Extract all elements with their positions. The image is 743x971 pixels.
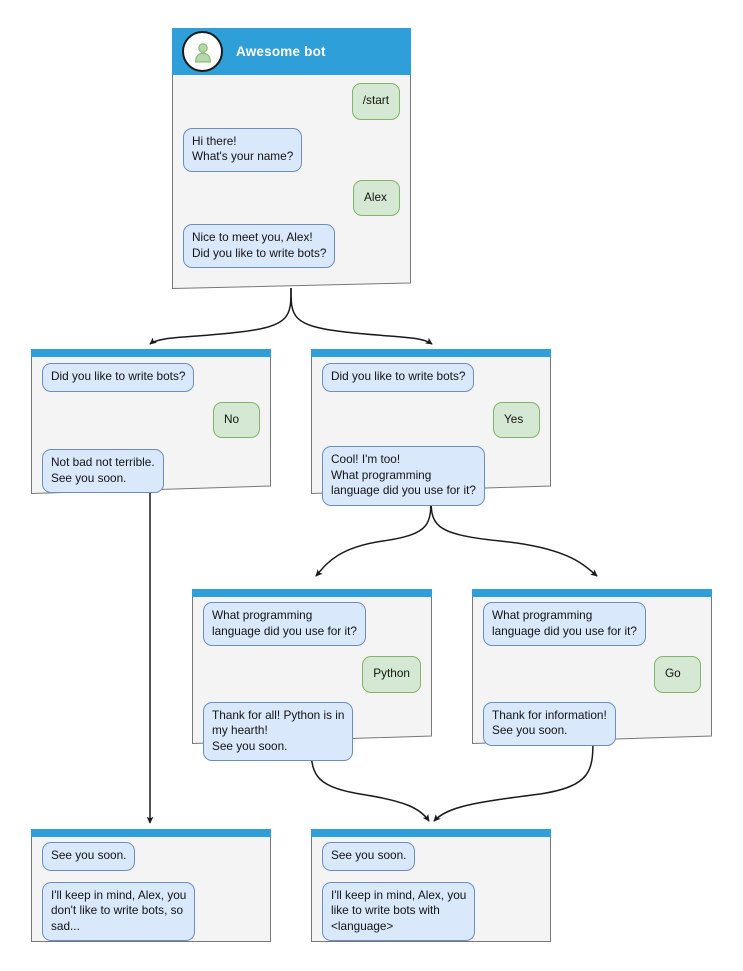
message-row: What programming language did you use fo… [203, 602, 421, 646]
answer-yes-node[interactable]: Did you like to write bots? Yes Cool! I'… [311, 349, 551, 506]
user-message-bubble[interactable]: /start [351, 83, 400, 120]
message-row: Yes [322, 401, 540, 438]
node-header-bar [31, 829, 271, 837]
message-row: Not bad not terrible. See you soon. [42, 449, 260, 493]
message-list: Did you like to write bots? No Not bad n… [42, 363, 260, 493]
message-row: Thank for all! Python is in my hearth! S… [203, 701, 421, 761]
bot-message-bubble[interactable]: What programming language did you use fo… [203, 602, 366, 646]
message-row: I'll keep in mind, Alex, you like to wri… [322, 881, 540, 941]
user-message-bubble[interactable]: Yes [493, 401, 540, 438]
message-list: /start Hi there! What's your name? Alex … [183, 83, 400, 268]
bot-message-bubble[interactable]: See you soon. [322, 842, 416, 871]
bot-message-bubble[interactable]: Cool! I'm too! What programming language… [322, 446, 485, 506]
edge-start-to-no [149, 287, 292, 345]
user-message-bubble[interactable]: Alex [353, 179, 400, 216]
bot-message-bubble[interactable]: See you soon. [42, 842, 136, 871]
node-header-bar [311, 829, 551, 837]
language-python-node[interactable]: What programming language did you use fo… [192, 589, 432, 761]
bot-message-bubble[interactable]: I'll keep in mind, Alex, you like to wri… [322, 881, 476, 941]
message-row: /start [183, 83, 400, 120]
message-list: See you soon. I'll keep in mind, Alex, y… [42, 842, 260, 941]
user-message-bubble[interactable]: Go [654, 656, 701, 693]
node-header-bar [472, 589, 712, 597]
message-row: Hi there! What's your name? [183, 127, 400, 172]
end-sad-node[interactable]: See you soon. I'll keep in mind, Alex, y… [31, 829, 271, 942]
bot-message-bubble[interactable]: Hi there! What's your name? [183, 127, 303, 172]
node-header-bar [31, 349, 271, 357]
end-happy-node[interactable]: See you soon. I'll keep in mind, Alex, y… [311, 829, 551, 942]
message-row: Go [483, 656, 701, 693]
bot-message-bubble[interactable]: Not bad not terrible. See you soon. [42, 449, 164, 493]
message-row: No [42, 401, 260, 438]
message-row: Did you like to write bots? [42, 363, 260, 392]
message-row: Thank for information! See you soon. [483, 701, 701, 746]
bot-message-bubble[interactable]: Nice to meet you, Alex! Did you like to … [183, 224, 336, 268]
user-message-bubble[interactable]: No [213, 401, 260, 438]
language-go-node[interactable]: What programming language did you use fo… [472, 589, 712, 746]
bot-message-bubble[interactable]: Thank for all! Python is in my hearth! S… [203, 701, 354, 761]
message-row: See you soon. [42, 842, 260, 871]
message-row: Cool! I'm too! What programming language… [322, 446, 540, 506]
bot-message-bubble[interactable]: Did you like to write bots? [42, 363, 195, 392]
bot-message-bubble[interactable]: I'll keep in mind, Alex, you don't like … [42, 881, 196, 941]
message-row: Nice to meet you, Alex! Did you like to … [183, 224, 400, 268]
bot-message-bubble[interactable]: Did you like to write bots? [322, 363, 475, 392]
node-header-bar [192, 589, 432, 597]
edge-go-to-end [433, 737, 594, 822]
start-node[interactable]: Awesome bot /start Hi there! What's your… [172, 28, 411, 289]
message-row: What programming language did you use fo… [483, 602, 701, 646]
edge-yes-to-python [315, 494, 432, 577]
edge-start-to-yes [290, 287, 433, 345]
message-row: See you soon. [322, 842, 540, 871]
answer-no-node[interactable]: Did you like to write bots? No Not bad n… [31, 349, 271, 494]
bot-message-bubble[interactable]: What programming language did you use fo… [483, 602, 646, 646]
edge-yes-to-go [430, 494, 598, 577]
message-row: Did you like to write bots? [322, 363, 540, 392]
bot-name-label: Awesome bot [236, 44, 326, 59]
message-list: Did you like to write bots? Yes Cool! I'… [322, 363, 540, 506]
message-row: Python [203, 656, 421, 693]
bot-message-bubble[interactable]: Thank for information! See you soon. [483, 701, 616, 746]
message-list: What programming language did you use fo… [203, 602, 421, 761]
message-row: I'll keep in mind, Alex, you don't like … [42, 881, 260, 941]
node-header-bar [311, 349, 551, 357]
start-node-header: Awesome bot [172, 28, 411, 75]
person-avatar-icon [182, 31, 223, 72]
message-list: See you soon. I'll keep in mind, Alex, y… [322, 842, 540, 941]
user-message-bubble[interactable]: Python [362, 656, 421, 693]
message-list: What programming language did you use fo… [483, 602, 701, 746]
message-row: Alex [183, 179, 400, 216]
